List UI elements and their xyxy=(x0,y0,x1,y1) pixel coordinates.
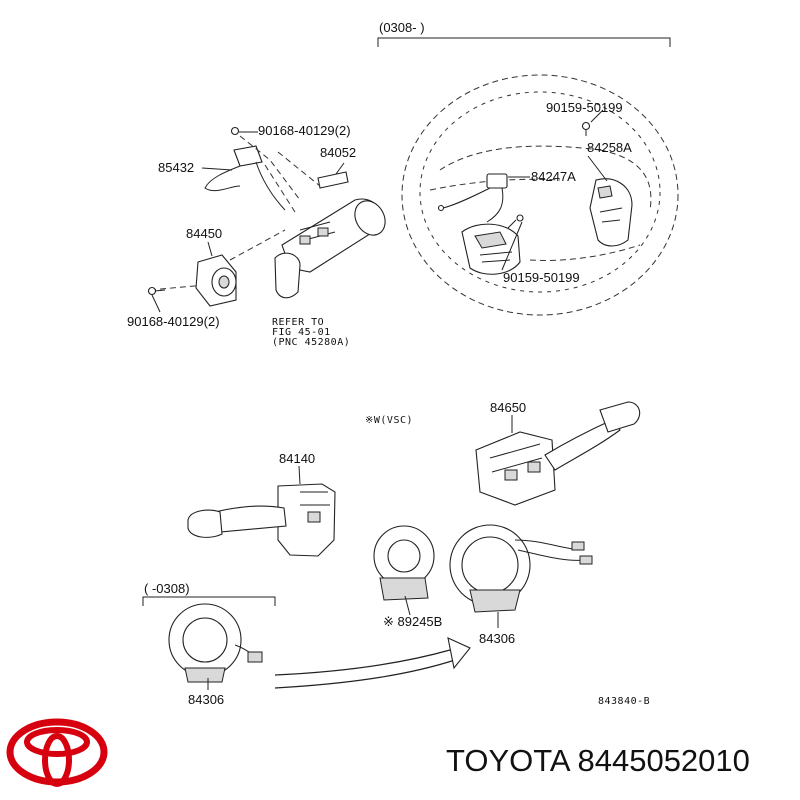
part-label-89245B: ※ 89245B xyxy=(383,614,442,629)
screw-lower xyxy=(507,214,524,229)
range-bracket-new: (0308- ) xyxy=(377,20,671,47)
part-label-84450: 84450 xyxy=(186,226,222,241)
vsc-note: ※W(VSC) xyxy=(365,415,413,426)
diagram-code: 843840-B xyxy=(598,696,650,707)
part-label-90159-lower: 90159-50199 xyxy=(503,270,580,285)
bolt-bottom xyxy=(147,286,166,296)
part-84140-turn-signal-switch[interactable] xyxy=(187,483,336,557)
part-label-90168-bottom: 90168-40129(2) xyxy=(127,314,220,329)
part-label-84306-right: 84306 xyxy=(479,631,515,646)
screw-upper xyxy=(581,121,591,136)
refer-note-line3: (PNC 45280A) xyxy=(272,337,350,348)
part-89245B-sensor xyxy=(373,525,435,601)
part-label-85432: 85432 xyxy=(158,160,194,175)
part-84247A-harness xyxy=(437,173,508,223)
steering-wheel xyxy=(401,74,679,316)
part-label-84650: 84650 xyxy=(490,400,526,415)
part-label-84258A: 84258A xyxy=(587,140,632,155)
brand-part-number: TOYOTA 8445052010 xyxy=(446,743,750,778)
left-wheel-switch[interactable] xyxy=(461,223,521,275)
range-bracket-old: ( -0308) xyxy=(142,581,276,606)
part-84450-ignition xyxy=(195,254,237,307)
part-label-84052: 84052 xyxy=(320,145,356,160)
part-85432-module xyxy=(204,145,286,211)
part-label-90168-top: 90168-40129(2) xyxy=(258,123,351,138)
part-84306-spiral-cable-left xyxy=(168,603,263,683)
steering-column-cover xyxy=(274,198,386,299)
range-label-old: ( -0308) xyxy=(144,581,190,596)
part-84258A-switch[interactable] xyxy=(589,178,633,247)
bolt-top xyxy=(230,126,258,136)
part-label-84140: 84140 xyxy=(279,451,315,466)
part-label-84306-left: 84306 xyxy=(188,692,224,707)
part-84306-spiral-cable-right xyxy=(449,524,593,613)
part-84052-connector xyxy=(317,171,349,189)
part-label-84247A: 84247A xyxy=(531,169,576,184)
range-label-new: (0308- ) xyxy=(379,20,425,35)
refer-note-line1: REFER TO xyxy=(272,317,324,328)
part-84650-wiper-switch[interactable] xyxy=(475,401,641,506)
refer-note-line2: FIG 45-01 xyxy=(272,327,331,338)
part-label-90159-upper: 90159-50199 xyxy=(546,100,623,115)
upgrade-arrow xyxy=(274,637,471,689)
toyota-logo xyxy=(6,718,108,787)
